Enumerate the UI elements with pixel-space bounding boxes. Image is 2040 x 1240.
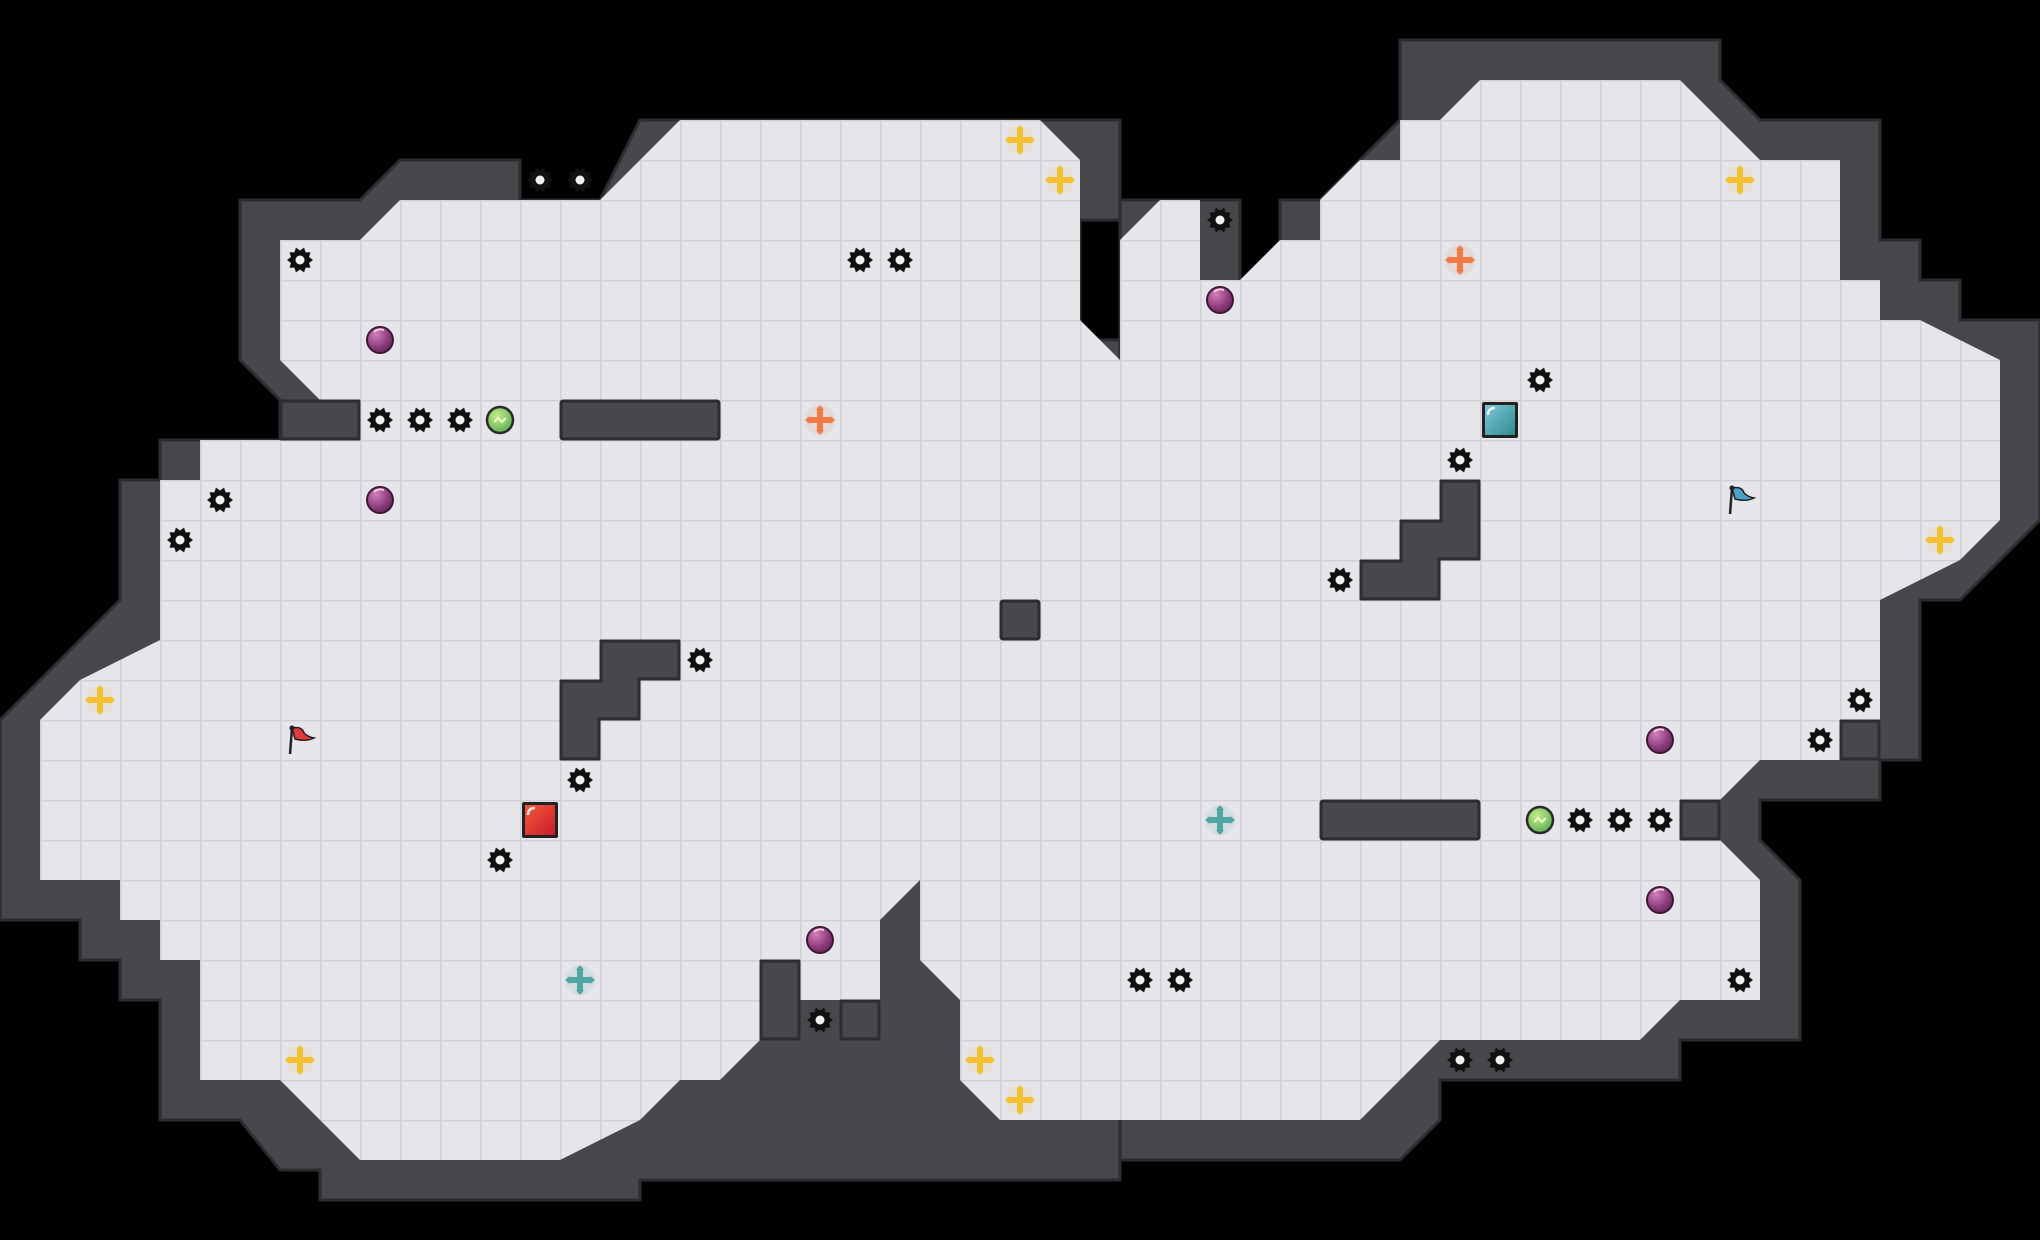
switch-icon[interactable] xyxy=(485,405,515,435)
gear-hazard-icon xyxy=(1167,967,1193,993)
switch-icon[interactable] xyxy=(1525,805,1555,835)
gear-hazard-icon xyxy=(847,247,873,273)
orb-icon[interactable] xyxy=(1206,286,1234,314)
yellow-cross-powerup-icon[interactable] xyxy=(85,685,115,715)
yellow-cross-powerup-icon[interactable] xyxy=(965,1045,995,1075)
gear-hazard-icon xyxy=(1847,687,1873,713)
gear-hazard-icon xyxy=(287,247,313,273)
entities xyxy=(85,125,1955,1115)
yellow-cross-powerup-icon[interactable] xyxy=(1005,1085,1035,1115)
gear-hazard-icon xyxy=(887,247,913,273)
gear-hazard-icon xyxy=(407,407,433,433)
wall-stair-left xyxy=(559,639,681,761)
gear-hazard-icon xyxy=(807,1007,833,1033)
gear-hazard-icon xyxy=(367,407,393,433)
yellow-cross-powerup-icon[interactable] xyxy=(1005,125,1035,155)
orb-icon[interactable] xyxy=(806,926,834,954)
red-square-player[interactable] xyxy=(522,802,558,838)
gear-hazard-icon xyxy=(567,767,593,793)
gear-hazard-icon xyxy=(527,167,553,193)
teal-cross-powerup-icon[interactable] xyxy=(565,965,595,995)
orb-icon[interactable] xyxy=(1646,886,1674,914)
teal-cross-powerup-icon[interactable] xyxy=(1205,805,1235,835)
orange-cross-powerup-icon[interactable] xyxy=(1445,245,1475,275)
orange-cross-powerup-icon[interactable] xyxy=(805,405,835,435)
wall-bar-top-left xyxy=(559,399,721,441)
gear-hazard-icon xyxy=(1127,967,1153,993)
wall-nub-left-lower xyxy=(279,399,361,441)
wall-stair-right xyxy=(1359,479,1481,601)
yellow-cross-powerup-icon[interactable] xyxy=(1725,165,1755,195)
gear-hazard-icon xyxy=(687,647,713,673)
gear-hazard-icon xyxy=(1567,807,1593,833)
gear-hazard-icon xyxy=(1607,807,1633,833)
red-flag-icon[interactable] xyxy=(288,725,317,755)
blue-flag-icon[interactable] xyxy=(1728,485,1757,515)
gear-hazard-icon xyxy=(1727,967,1753,993)
gear-hazard-icon xyxy=(1487,1047,1513,1073)
orb-icon[interactable] xyxy=(366,326,394,354)
gear-hazard-icon xyxy=(1447,447,1473,473)
gear-hazard-icon xyxy=(1207,207,1233,233)
gear-hazard-icon xyxy=(167,527,193,553)
wall-notch-right xyxy=(1839,719,1881,761)
orb-icon[interactable] xyxy=(1646,726,1674,754)
wall-block-center xyxy=(999,599,1041,641)
gear-hazard-icon xyxy=(1447,1047,1473,1073)
gear-hazard-icon xyxy=(447,407,473,433)
gear-hazard-icon xyxy=(207,487,233,513)
gear-hazard-icon xyxy=(567,167,593,193)
wall-bar-right xyxy=(1319,799,1481,841)
yellow-cross-powerup-icon[interactable] xyxy=(1045,165,1075,195)
wall-notch-bottom-mid xyxy=(839,999,881,1041)
interior-walls xyxy=(279,399,1881,1041)
gear-hazard-icon xyxy=(1807,727,1833,753)
yellow-cross-powerup-icon[interactable] xyxy=(285,1045,315,1075)
yellow-cross-powerup-icon[interactable] xyxy=(1925,525,1955,555)
blue-square-player[interactable] xyxy=(1482,402,1518,438)
wall-nub-right-lower xyxy=(1679,799,1721,841)
wall-notch-bottom-left xyxy=(759,959,801,1041)
gear-hazard-icon xyxy=(487,847,513,873)
gear-hazard-icon xyxy=(1327,567,1353,593)
gear-hazard-icon xyxy=(1647,807,1673,833)
orb-icon[interactable] xyxy=(366,486,394,514)
gear-hazard-icon xyxy=(1527,367,1553,393)
